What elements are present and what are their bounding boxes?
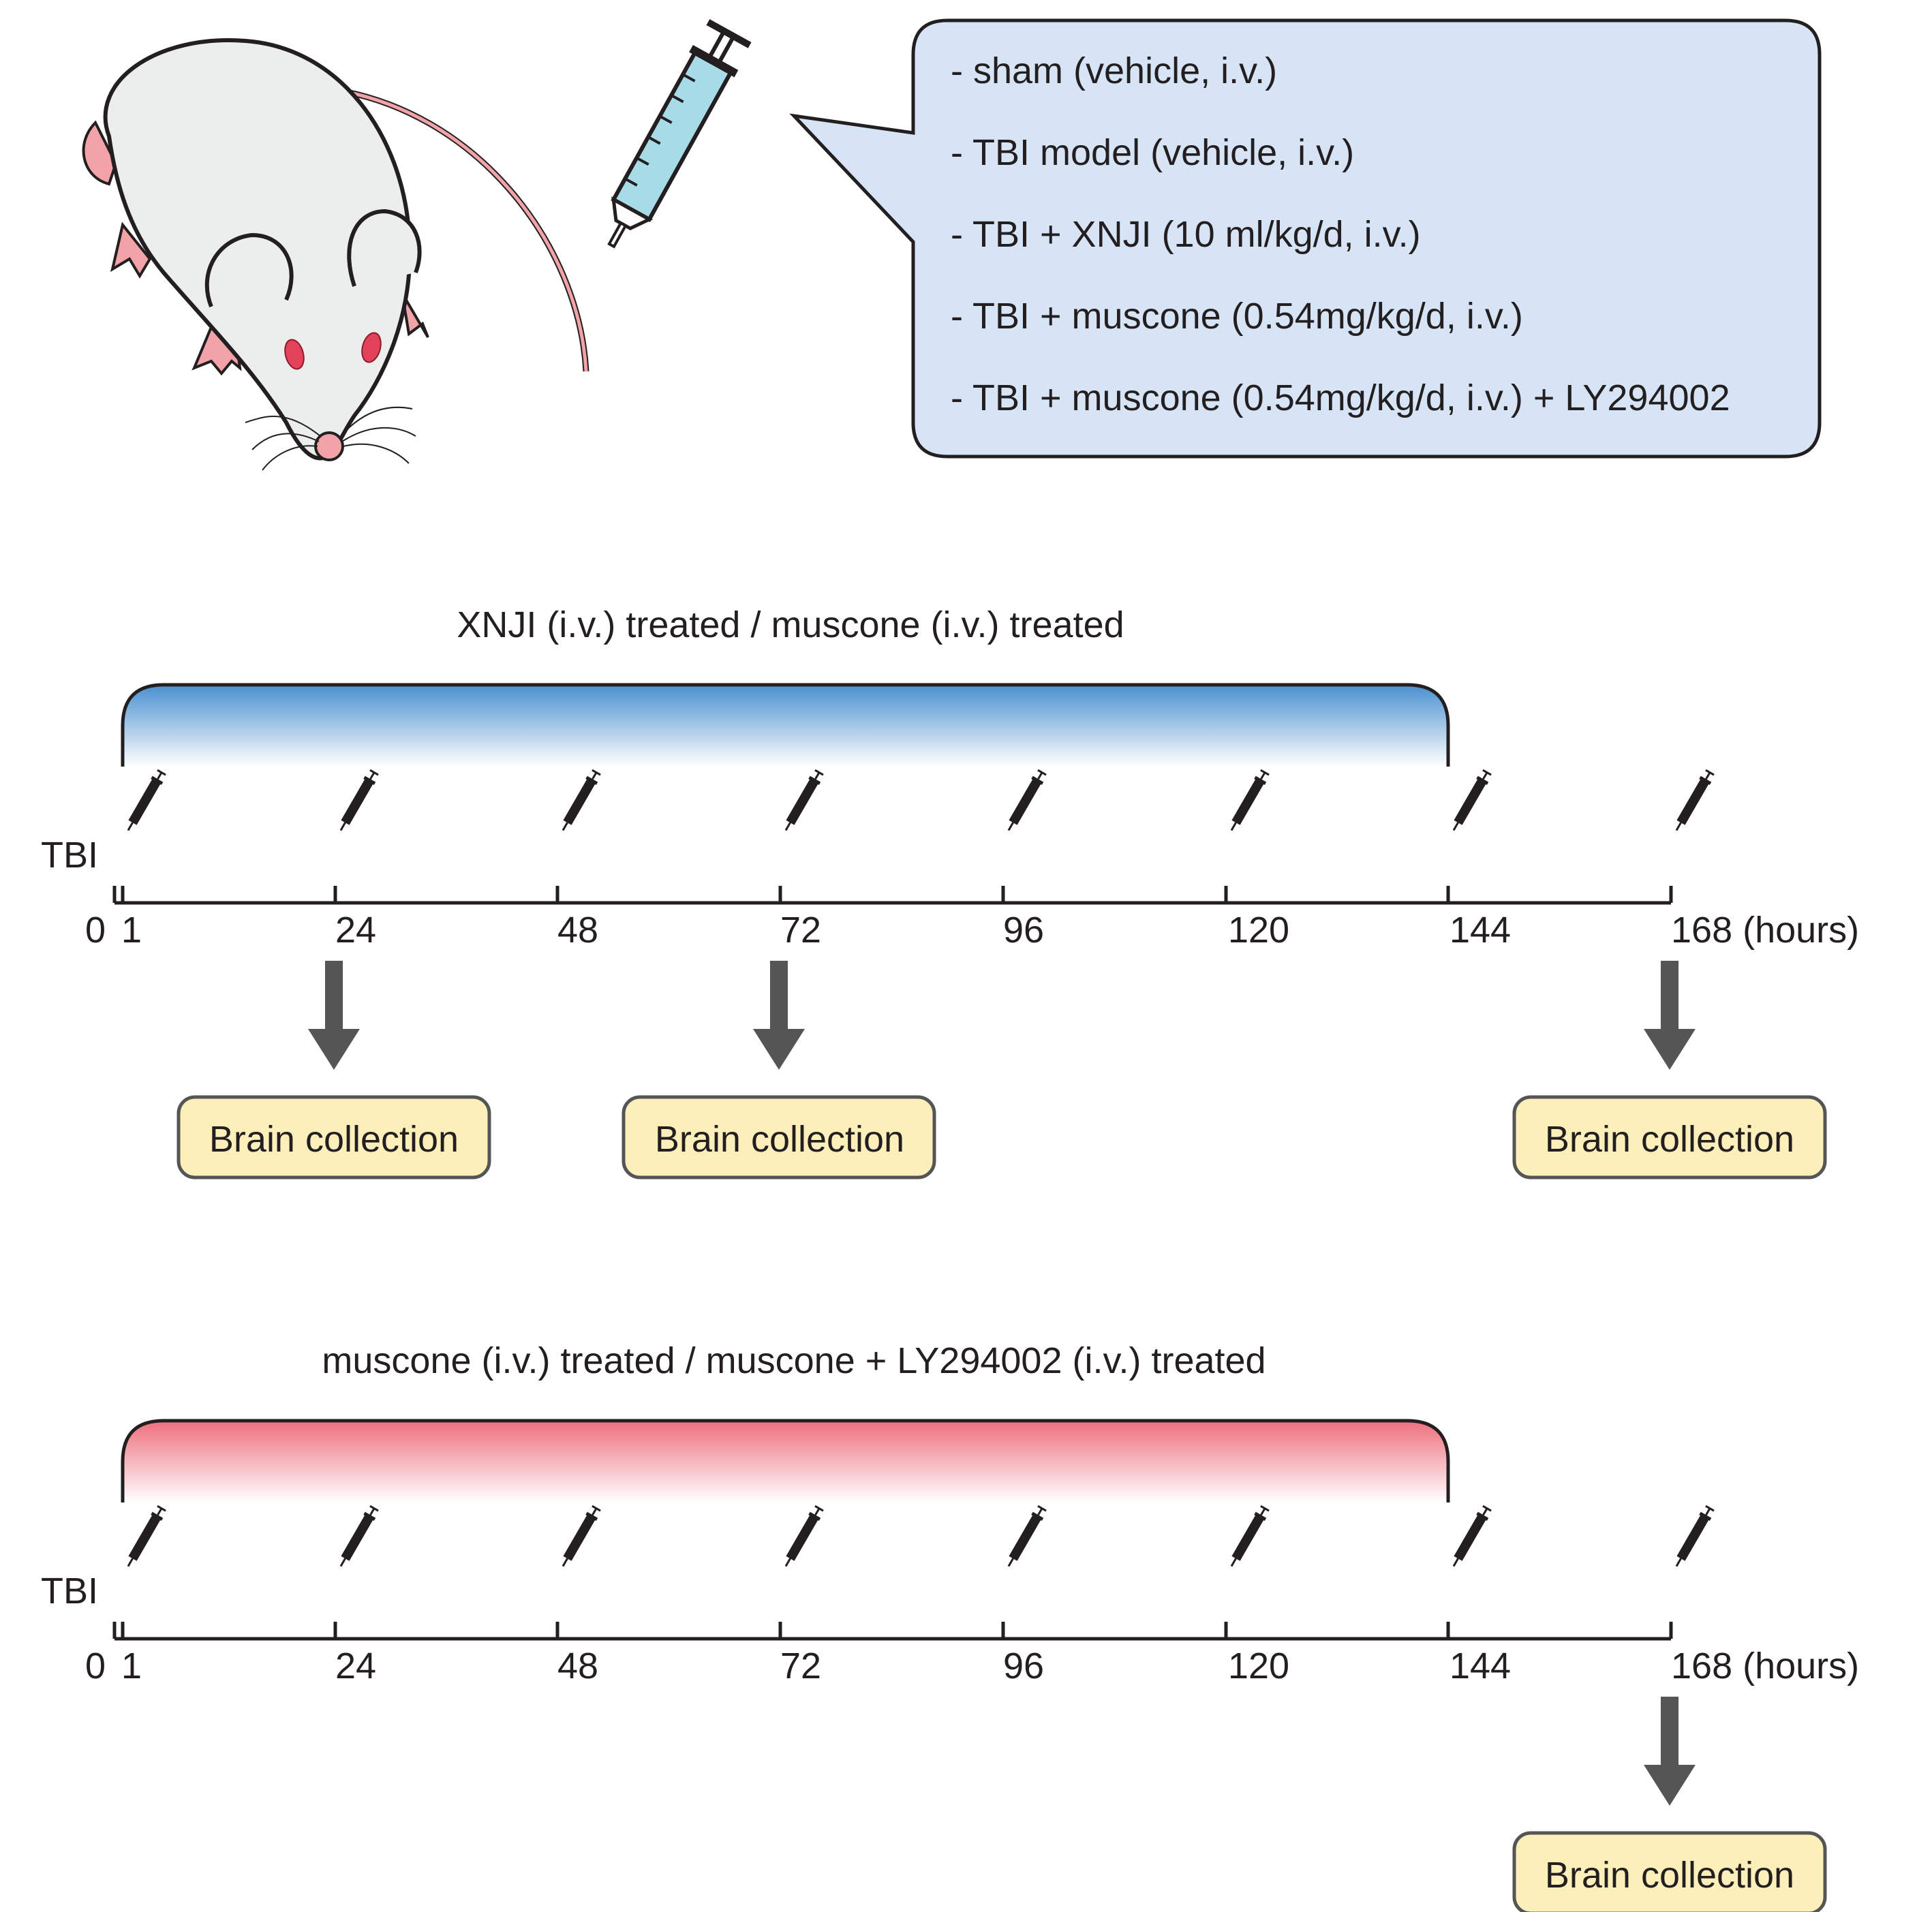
brain-collection-box xyxy=(622,1095,936,1179)
event-label-tbi: TBI xyxy=(41,835,98,876)
injection-syringe-icon xyxy=(127,1505,166,1567)
brain-collection-label: Brain collection xyxy=(1545,1119,1794,1160)
tick-label-0: 0 xyxy=(85,1646,106,1686)
timeline-title: XNJI (i.v.) treated / muscone (i.v.) tre… xyxy=(457,604,1124,645)
injection-syringe-icon xyxy=(784,1505,824,1567)
injection-syringe-icon xyxy=(1230,1505,1270,1567)
group-item: - TBI + XNJI (10 ml/kg/d, i.v.) xyxy=(951,214,1421,255)
tick-label-96: 96 xyxy=(1003,1646,1044,1686)
tick-label-0: 0 xyxy=(85,910,106,951)
injection-syringe-icon xyxy=(784,769,824,831)
treatment-period-bar xyxy=(121,683,1450,767)
collection-arrow xyxy=(1644,1697,1696,1806)
brain-collection-box xyxy=(1512,1831,1827,1912)
treatment-groups-box: - sham (vehicle, i.v.) - TBI model (vehi… xyxy=(789,18,1822,459)
group-item: - sham (vehicle, i.v.) xyxy=(951,50,1277,91)
injection-syringe-icon xyxy=(1452,1505,1492,1567)
injection-syringe-icon xyxy=(1452,769,1492,831)
tick-label-1: 1 xyxy=(121,1646,142,1686)
tick-label-168: 168 (hours) xyxy=(1671,1646,1859,1686)
group-item: - TBI model (vehicle, i.v.) xyxy=(951,132,1354,173)
tick-label-48: 48 xyxy=(557,910,598,951)
tick-label-96: 96 xyxy=(1003,910,1044,951)
timeline-1: XNJI (i.v.) treated / muscone (i.v.) tre… xyxy=(41,604,1859,1179)
injection-syringe-icon xyxy=(339,1505,379,1567)
collection-arrow xyxy=(308,961,360,1070)
brain-collection-box xyxy=(1512,1095,1827,1179)
brain-collection-box xyxy=(177,1095,491,1179)
tick-label-144: 144 xyxy=(1450,910,1511,951)
tick-label-144: 144 xyxy=(1450,1646,1511,1686)
treatment-period-bar xyxy=(121,1419,1450,1502)
injection-syringe-icon xyxy=(1007,769,1047,831)
injection-syringe-icon xyxy=(127,769,166,831)
tick-label-120: 120 xyxy=(1228,910,1289,951)
tick-label-72: 72 xyxy=(780,910,821,951)
timeline-title: muscone (i.v.) treated / muscone + LY294… xyxy=(322,1340,1266,1381)
injection-syringe-icon xyxy=(562,1505,601,1567)
injection-syringe-icon xyxy=(339,769,379,831)
injection-syringe-icon xyxy=(1675,1505,1715,1567)
injection-syringe-icon xyxy=(1230,769,1270,831)
tick-label-24: 24 xyxy=(335,910,376,951)
tick-label-168: 168 (hours) xyxy=(1671,910,1859,951)
injection-syringe-icon xyxy=(1007,1505,1047,1567)
brain-collection-label: Brain collection xyxy=(209,1119,459,1160)
tick-label-24: 24 xyxy=(335,1646,376,1686)
brain-collection-label: Brain collection xyxy=(655,1119,904,1160)
timeline-2: muscone (i.v.) treated / muscone + LY294… xyxy=(41,1340,1859,1912)
brain-collection-label: Brain collection xyxy=(1545,1855,1794,1896)
collection-arrow xyxy=(753,961,805,1070)
tick-label-120: 120 xyxy=(1228,1646,1289,1686)
group-item: - TBI + muscone (0.54mg/kg/d, i.v.) xyxy=(951,296,1523,337)
mouse-illustration-icon xyxy=(82,38,589,471)
collection-arrow xyxy=(1644,961,1696,1070)
syringe-icon xyxy=(607,19,752,249)
tick-label-72: 72 xyxy=(780,1646,821,1686)
injection-syringe-icon xyxy=(1675,769,1715,831)
injection-syringe-icon xyxy=(562,769,601,831)
group-item: - TBI + muscone (0.54mg/kg/d, i.v.) + LY… xyxy=(951,377,1730,418)
tick-label-1: 1 xyxy=(121,910,142,951)
event-label-tbi: TBI xyxy=(41,1571,98,1612)
tick-label-48: 48 xyxy=(557,1646,598,1686)
